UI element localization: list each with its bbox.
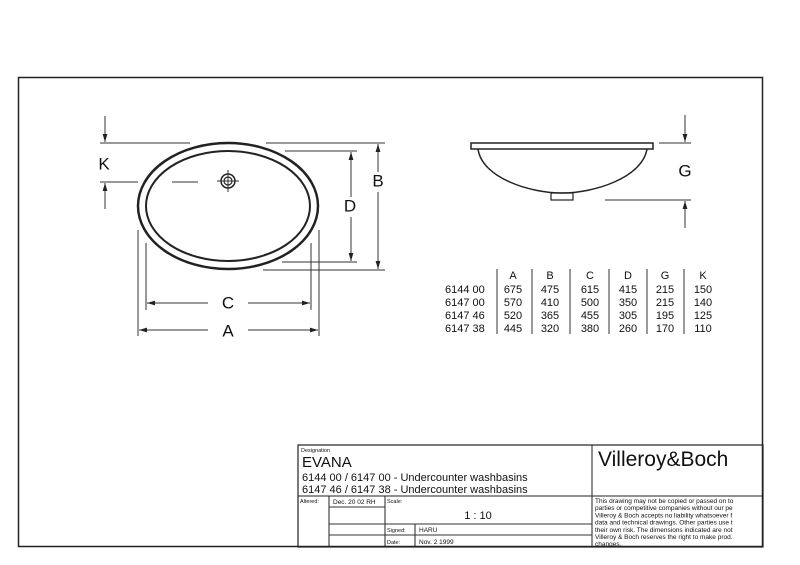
dimension-g: G xyxy=(605,115,692,228)
table-cell: 675 xyxy=(504,284,522,296)
table-header-cell: D xyxy=(624,270,632,282)
table-cell: 455 xyxy=(581,310,599,322)
table-cell: 110 xyxy=(694,323,712,335)
brand-logo: Villeroy&Boch xyxy=(598,448,728,471)
table-cell: 410 xyxy=(541,297,559,309)
designation-line-1: 6144 00 / 6147 00 - Undercounter washbas… xyxy=(302,472,528,484)
table-row-label: 6147 00 xyxy=(445,297,485,309)
table-cell: 475 xyxy=(541,284,559,296)
table-cell: 365 xyxy=(541,310,559,322)
label-b: B xyxy=(372,171,383,190)
top-view: K B D C xyxy=(98,116,386,340)
table-cell: 215 xyxy=(656,297,674,309)
label-c: C xyxy=(222,293,234,312)
designation-label: Designation xyxy=(301,448,330,454)
table-header-cell: G xyxy=(661,270,670,282)
basin-inner-rim xyxy=(145,150,311,262)
table-row-label: 6144 00 xyxy=(445,284,485,296)
table-cell: 170 xyxy=(656,323,674,335)
scale-label: Scale: xyxy=(387,499,403,505)
basin-bowl-profile xyxy=(477,148,648,194)
table-cell: 215 xyxy=(656,284,674,296)
table-cell: 150 xyxy=(694,284,712,296)
altered-label: Altered: xyxy=(300,499,319,505)
table-cell: 320 xyxy=(541,323,559,335)
table-cell: 140 xyxy=(694,297,712,309)
label-k: K xyxy=(98,154,110,173)
table-header-cell: C xyxy=(586,270,594,282)
signed-value: HARU xyxy=(419,527,438,534)
basin-outer-rim xyxy=(136,141,320,271)
disclaimer-line: This drawing may not be copied or passed… xyxy=(595,498,734,505)
table-cell: 260 xyxy=(619,323,637,335)
table-cell: 125 xyxy=(694,310,712,322)
table-header-cell: A xyxy=(509,270,517,282)
drain-outlet xyxy=(550,192,574,201)
scale-value: 1 : 10 xyxy=(464,510,492,522)
disclaimer-line: data and technical drawings. Other parti… xyxy=(595,520,733,527)
title-block: Designation EVANA 6144 00 / 6147 00 - Un… xyxy=(297,444,764,548)
disclaimer-line: their own risk. The dimensions indicated… xyxy=(595,527,733,534)
dimension-b: B xyxy=(263,142,386,271)
table-cell: 445 xyxy=(504,323,522,335)
table-header-cell: K xyxy=(699,270,707,282)
table-cell: 380 xyxy=(581,323,599,335)
disclaimer-line: Villeroy & Boch reserves the right to ma… xyxy=(595,534,733,541)
basin-rim-profile xyxy=(470,142,654,150)
dimension-d: D xyxy=(282,150,360,263)
table-row-label: 6147 38 xyxy=(445,323,485,335)
dimension-c: C xyxy=(145,243,312,312)
table-cell: 195 xyxy=(656,310,674,322)
drain-icon xyxy=(217,170,239,192)
dimension-table: A B C D G K 6144 00 675 475 615 415 215 150 6147 00 57… xyxy=(445,269,712,335)
disclaimer-line: Villeroy & Boch accepts no liability wha… xyxy=(595,512,732,519)
disclaimer-line: changes. xyxy=(595,541,622,548)
disclaimer-text: This drawing may not be copied or passed… xyxy=(595,498,734,548)
altered-value: Dec. 20 02 RH xyxy=(333,499,376,506)
date-value: Nov. 2 1999 xyxy=(419,539,454,546)
label-g: G xyxy=(678,161,691,180)
signed-label: Signed: xyxy=(387,528,406,534)
table-header-cell: B xyxy=(546,270,553,282)
table-cell: 570 xyxy=(504,297,522,309)
side-view: G xyxy=(470,115,692,228)
table-row-label: 6147 46 xyxy=(445,310,485,322)
disclaimer-line: parties or competitive companies without… xyxy=(595,505,733,512)
table-cell: 520 xyxy=(504,310,522,322)
product-name: EVANA xyxy=(302,454,352,471)
date-label: Date: xyxy=(387,540,401,546)
table-cell: 350 xyxy=(619,297,637,309)
label-a: A xyxy=(222,321,234,340)
label-d: D xyxy=(344,196,356,215)
table-cell: 615 xyxy=(581,284,599,296)
dimension-a: A xyxy=(137,230,320,340)
table-cell: 500 xyxy=(581,297,599,309)
designation-line-2: 6147 46 / 6147 38 - Undercounter washbas… xyxy=(302,484,528,496)
table-cell: 305 xyxy=(619,310,637,322)
table-cell: 415 xyxy=(619,284,637,296)
dimension-k: K xyxy=(98,116,198,209)
